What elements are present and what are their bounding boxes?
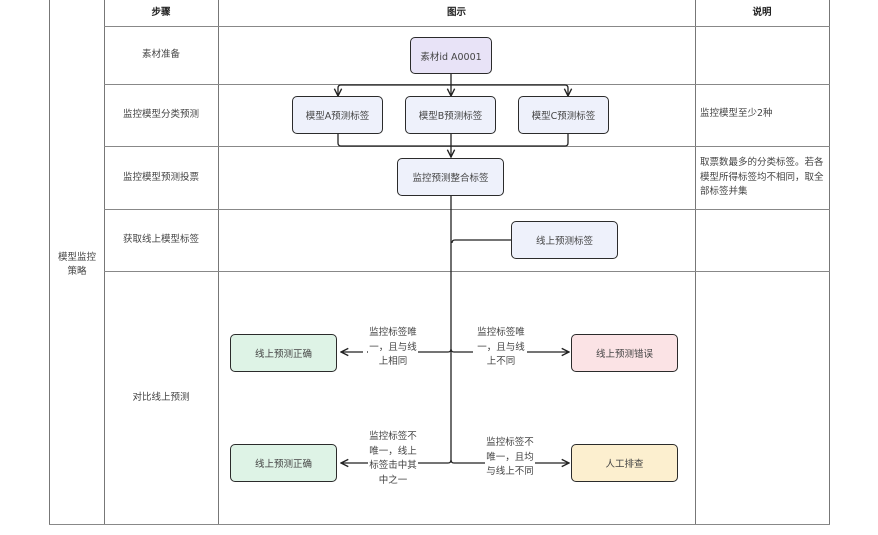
node-correct-1[interactable]: 线上预测正确 bbox=[230, 334, 337, 372]
table-divider-group bbox=[104, 0, 105, 525]
step-cell: 监控模型预测投票 bbox=[122, 171, 199, 183]
node-manual[interactable]: 人工排查 bbox=[571, 444, 678, 482]
step-cell: 对比线上预测 bbox=[132, 391, 190, 403]
node-merged[interactable]: 监控预测整合标签 bbox=[397, 158, 504, 196]
header-diagram: 图示 bbox=[446, 7, 466, 19]
table-border-left bbox=[49, 0, 50, 525]
header-step: 步骤 bbox=[151, 7, 171, 19]
edge-label-unique-diff: 监控标签唯一，且与线上不同 bbox=[476, 326, 526, 371]
table-divider-step bbox=[218, 0, 219, 525]
edge-label-multi-miss: 监控标签不唯一，且均与线上不同 bbox=[485, 436, 535, 481]
group-label: 模型监控策略 bbox=[57, 252, 96, 277]
edge-label-unique-same: 监控标签唯一，且与线上相同 bbox=[368, 326, 418, 371]
note-cell: 监控模型至少2种 bbox=[700, 108, 773, 119]
node-correct-2[interactable]: 线上预测正确 bbox=[230, 444, 337, 482]
step-cell: 素材准备 bbox=[141, 49, 180, 61]
table-border-bottom bbox=[49, 524, 830, 525]
header-divider bbox=[104, 26, 830, 27]
step-cell: 监控模型分类预测 bbox=[122, 109, 199, 121]
node-model-a[interactable]: 模型A预测标签 bbox=[292, 96, 383, 134]
node-wrong[interactable]: 线上预测错误 bbox=[571, 334, 678, 372]
node-material[interactable]: 素材id A0001 bbox=[410, 37, 492, 74]
step-cell: 获取线上模型标签 bbox=[122, 234, 199, 246]
row-divider-4 bbox=[104, 271, 830, 272]
node-online[interactable]: 线上预测标签 bbox=[511, 221, 618, 259]
header-note: 说明 bbox=[752, 7, 772, 19]
edge-merge-bar bbox=[337, 134, 569, 147]
table-divider-diagram bbox=[695, 0, 696, 525]
row-divider-3 bbox=[104, 209, 830, 210]
edge-to-model-c bbox=[565, 84, 568, 96]
edge-to-correct-2 bbox=[341, 460, 455, 463]
note-cell: 取票数最多的分类标签。若各模型所得标签均不相同，取全部标签并集 bbox=[700, 157, 824, 198]
node-model-c[interactable]: 模型C预测标签 bbox=[518, 96, 609, 134]
edge-online-join bbox=[451, 239, 511, 244]
edge-to-model-a bbox=[338, 84, 341, 96]
node-model-b[interactable]: 模型B预测标签 bbox=[405, 96, 496, 134]
table-border-right bbox=[829, 0, 830, 525]
edge-label-multi-hit: 监控标签不唯一，线上标签击中其中之一 bbox=[368, 430, 418, 489]
